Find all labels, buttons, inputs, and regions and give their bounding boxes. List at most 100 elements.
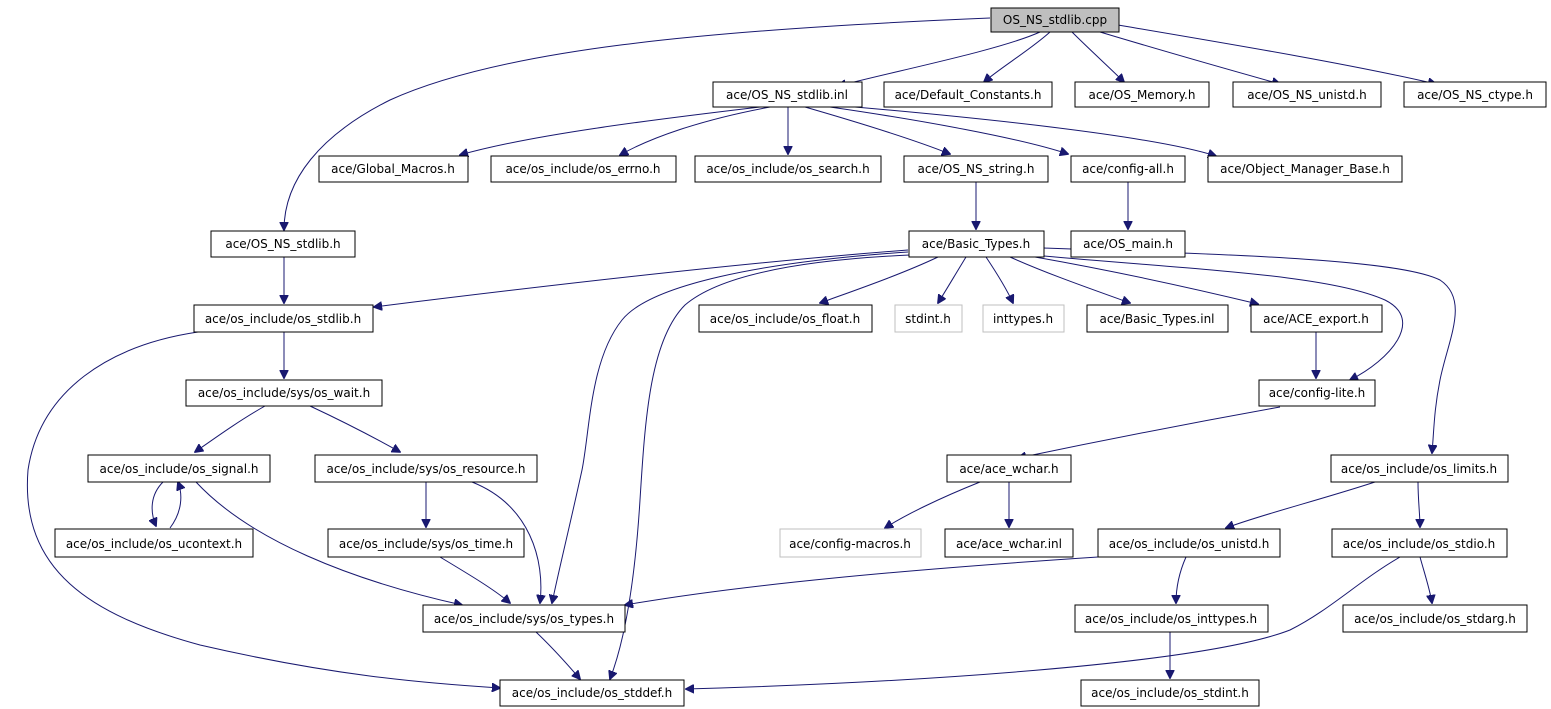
node-stdint[interactable]: stdint.h xyxy=(894,304,963,333)
node-label: ace/ACE_export.h xyxy=(1263,312,1369,326)
edge-os-limits-to-os-stdio xyxy=(1418,481,1420,527)
node-inttypes[interactable]: inttypes.h xyxy=(982,304,1065,333)
edges xyxy=(26,17,1456,689)
edge-basic-types-to-stdint xyxy=(938,256,967,303)
node-label: ace/OS_NS_ctype.h xyxy=(1417,88,1533,102)
nodes: OS_NS_stdlib.cpp ace/OS_NS_stdlib.inl ac… xyxy=(54,7,1547,707)
node-os-limits[interactable]: ace/os_include/os_limits.h xyxy=(1330,454,1509,483)
node-label: ace/os_include/os_stdio.h xyxy=(1343,537,1496,551)
node-label: ace/Object_Manager_Base.h xyxy=(1220,162,1390,176)
node-label: ace/os_include/sys/os_resource.h xyxy=(326,462,525,476)
node-os-ns-string[interactable]: ace/OS_NS_string.h xyxy=(903,155,1049,183)
node-os-memory[interactable]: ace/OS_Memory.h xyxy=(1074,81,1210,108)
node-label: ace/os_include/sys/os_time.h xyxy=(339,537,513,551)
edge-basic-types-to-inttypes xyxy=(985,256,1013,303)
node-ace-wchar[interactable]: ace/ace_wchar.h xyxy=(946,454,1072,483)
node-ace-wchar-inl[interactable]: ace/ace_wchar.inl xyxy=(944,528,1074,558)
node-ace-export[interactable]: ace/ACE_export.h xyxy=(1250,304,1383,333)
node-basic-types[interactable]: ace/Basic_Types.h xyxy=(908,230,1045,258)
edge-basic-types-to-config-lite xyxy=(1043,255,1404,380)
edge-os-wait-to-os-signal xyxy=(195,405,266,452)
node-os-ns-stdlib-h[interactable]: ace/OS_NS_stdlib.h xyxy=(210,230,356,258)
node-label: ace/os_include/os_errno.h xyxy=(505,162,660,176)
node-label: ace/config-all.h xyxy=(1082,162,1174,176)
node-label: ace/os_include/os_stddef.h xyxy=(512,686,672,700)
node-global-macros[interactable]: ace/Global_Macros.h xyxy=(318,155,469,183)
node-label: ace/os_include/os_stdint.h xyxy=(1091,686,1249,700)
edge-basic-types-to-os-types xyxy=(552,251,909,603)
node-os-errno[interactable]: ace/os_include/os_errno.h xyxy=(490,155,677,183)
edge-basic-types-to-os-float xyxy=(820,256,939,303)
edge-basic-types-to-basic-types-inl xyxy=(1009,256,1130,303)
edge-basic-types-to-os-stddef xyxy=(610,254,911,679)
node-os-inttypes[interactable]: ace/os_include/os_inttypes.h xyxy=(1074,604,1269,633)
node-config-macros[interactable]: ace/config-macros.h xyxy=(779,528,922,558)
edge-os-wait-to-os-resource xyxy=(309,405,400,452)
node-label: ace/os_include/os_search.h xyxy=(706,162,869,176)
node-basic-types-inl[interactable]: ace/Basic_Types.inl xyxy=(1086,304,1229,333)
node-label: ace/os_include/os_limits.h xyxy=(1341,462,1497,476)
node-os-ns-unistd[interactable]: ace/OS_NS_unistd.h xyxy=(1232,81,1382,108)
edge-os-unistd-to-os-types xyxy=(625,556,1099,605)
node-os-wait[interactable]: ace/os_include/sys/os_wait.h xyxy=(185,379,383,407)
edge-os-signal-to-os-ucontext xyxy=(152,481,164,526)
edge-os-time-to-os-types xyxy=(439,556,510,603)
node-os-signal[interactable]: ace/os_include/os_signal.h xyxy=(87,454,271,483)
edge-basic-types-to-ace-export xyxy=(1034,256,1258,304)
node-os-time[interactable]: ace/os_include/sys/os_time.h xyxy=(327,528,525,558)
edge-os-resource-to-os-types xyxy=(471,481,541,603)
node-os-unistd[interactable]: ace/os_include/os_unistd.h xyxy=(1097,528,1281,558)
node-label: stdint.h xyxy=(905,312,951,326)
edge-os-stdlib-to-os-stddef xyxy=(26,331,500,688)
edge-root-to-os-ns-stdlib-h xyxy=(284,17,991,230)
node-label: ace/Global_Macros.h xyxy=(331,162,455,176)
node-os-stdint[interactable]: ace/os_include/os_stdint.h xyxy=(1080,679,1260,707)
node-object-manager-base[interactable]: ace/Object_Manager_Base.h xyxy=(1207,155,1403,183)
node-label: inttypes.h xyxy=(993,312,1053,326)
node-os-ns-ctype[interactable]: ace/OS_NS_ctype.h xyxy=(1403,81,1547,108)
node-os-stdlib[interactable]: ace/os_include/os_stdlib.h xyxy=(193,304,374,333)
node-os-search[interactable]: ace/os_include/os_search.h xyxy=(694,155,882,183)
node-default-constants[interactable]: ace/Default_Constants.h xyxy=(883,81,1053,108)
node-os-stdarg[interactable]: ace/os_include/os_stdarg.h xyxy=(1342,604,1528,633)
edge-os-ucontext-to-os-signal xyxy=(169,482,181,529)
node-os-ucontext[interactable]: ace/os_include/os_ucontext.h xyxy=(54,528,254,558)
edge-inl-to-global-macros xyxy=(460,106,761,155)
node-label: ace/OS_NS_stdlib.h xyxy=(225,237,340,251)
node-os-float[interactable]: ace/os_include/os_float.h xyxy=(698,304,873,333)
node-label: ace/Basic_Types.inl xyxy=(1099,312,1214,326)
node-label: ace/OS_NS_unistd.h xyxy=(1247,88,1367,102)
node-label: ace/os_include/sys/os_wait.h xyxy=(198,386,370,400)
edge-os-types-to-os-stddef xyxy=(535,631,580,679)
edge-inl-to-os-ns-string xyxy=(804,106,950,154)
node-config-all[interactable]: ace/config-all.h xyxy=(1070,155,1186,183)
node-label: ace/OS_Memory.h xyxy=(1089,88,1196,102)
edge-ace-wchar-to-config-macros xyxy=(885,481,981,528)
node-config-lite[interactable]: ace/config-lite.h xyxy=(1258,379,1376,407)
edge-config-lite-to-ace-wchar xyxy=(1018,406,1281,458)
node-os-types[interactable]: ace/os_include/sys/os_types.h xyxy=(422,604,626,633)
node-os-ns-stdlib-cpp[interactable]: OS_NS_stdlib.cpp xyxy=(990,7,1120,33)
edge-os-stdio-to-os-stddef xyxy=(686,556,1401,689)
node-label: ace/OS_NS_string.h xyxy=(918,162,1035,176)
node-os-main[interactable]: ace/OS_main.h xyxy=(1070,230,1186,258)
node-label: ace/ace_wchar.h xyxy=(959,462,1058,476)
node-label: ace/os_include/os_stdlib.h xyxy=(205,312,361,326)
edge-basic-types-to-os-stdlib xyxy=(374,249,909,307)
node-label: ace/os_include/os_signal.h xyxy=(100,462,259,476)
node-label: OS_NS_stdlib.cpp xyxy=(1003,13,1107,27)
node-label: ace/OS_main.h xyxy=(1083,237,1173,251)
edge-os-stdio-to-os-stdarg xyxy=(1419,556,1432,603)
node-label: ace/os_include/os_float.h xyxy=(710,312,860,326)
node-os-resource[interactable]: ace/os_include/sys/os_resource.h xyxy=(314,454,538,483)
node-label: ace/Basic_Types.h xyxy=(922,237,1030,251)
node-os-stdio[interactable]: ace/os_include/os_stdio.h xyxy=(1331,528,1508,558)
edge-os-unistd-to-os-inttypes xyxy=(1176,556,1187,603)
edge-inl-to-os-errno xyxy=(620,106,771,155)
node-os-ns-stdlib-inl[interactable]: ace/OS_NS_stdlib.inl xyxy=(712,81,863,108)
node-label: ace/os_include/sys/os_types.h xyxy=(434,612,614,626)
edge-root-to-stdlib-inl xyxy=(838,31,1041,86)
edge-basic-types-to-os-limits xyxy=(1043,247,1456,453)
node-label: ace/os_include/os_unistd.h xyxy=(1109,537,1270,551)
node-os-stddef[interactable]: ace/os_include/os_stddef.h xyxy=(499,679,685,707)
